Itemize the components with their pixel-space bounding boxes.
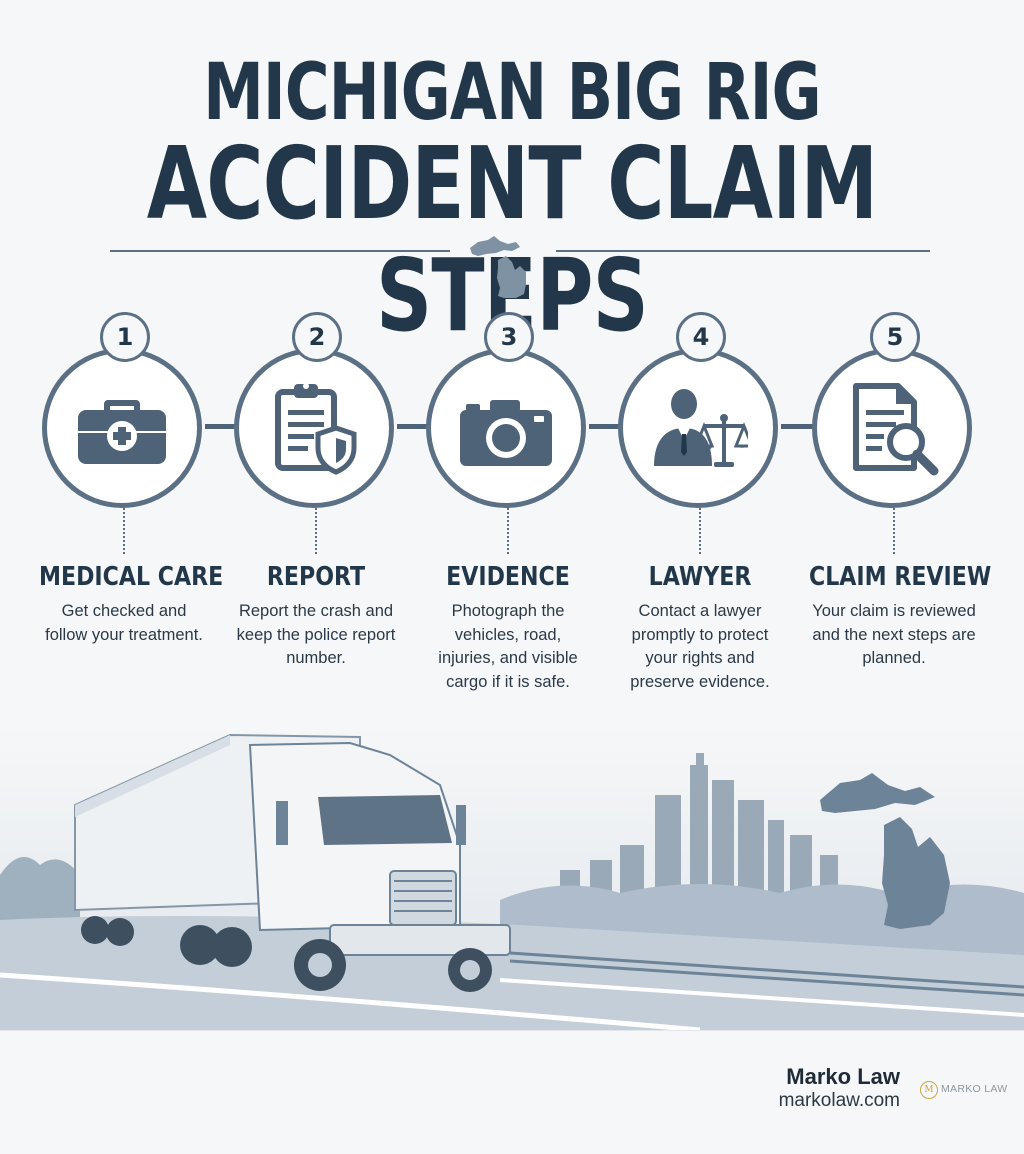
step-icon-ring xyxy=(42,348,202,508)
step-description: Contact a lawyer promptly to protect you… xyxy=(630,602,770,691)
step-title: MEDICAL CARE xyxy=(39,562,224,592)
step-number: 1 xyxy=(100,312,150,362)
city-skyline xyxy=(560,753,838,895)
step-number: 2 xyxy=(292,312,342,362)
dotted-line xyxy=(507,508,509,554)
truck xyxy=(74,733,511,992)
dotted-line xyxy=(699,508,701,554)
step-number: 5 xyxy=(870,312,920,362)
footer-divider xyxy=(0,1030,1024,1031)
connector-4-5 xyxy=(781,424,815,429)
connector-1-2 xyxy=(205,424,239,429)
step-title: REPORT xyxy=(266,562,366,592)
first-aid-kit-icon xyxy=(78,400,166,464)
michigan-map-icon xyxy=(470,236,526,298)
step-icon-ring xyxy=(426,348,586,508)
connector-2-3 xyxy=(397,424,431,429)
brand-name: Marko Law xyxy=(786,1064,900,1089)
step-description: Your claim is reviewed and the next step… xyxy=(812,602,976,667)
brand-url[interactable]: markolaw.com xyxy=(778,1090,900,1111)
marko-law-logo: M MARKO LAW xyxy=(920,1080,1010,1102)
divider-right xyxy=(556,250,930,252)
step-number: 4 xyxy=(676,312,726,362)
clipboard-shield-icon xyxy=(275,383,357,475)
divider-left xyxy=(110,250,450,252)
step-icon-ring xyxy=(812,348,972,508)
step-title: LAWYER xyxy=(648,562,752,592)
lawyer-scales-icon xyxy=(654,389,748,467)
step-description: Get checked and follow your treatment. xyxy=(45,602,203,644)
dotted-line xyxy=(315,508,317,554)
dotted-line xyxy=(893,508,895,554)
logo-text: MARKO LAW xyxy=(941,1083,1008,1095)
camera-icon xyxy=(460,400,552,466)
highway-truck-illustration xyxy=(0,725,1024,1030)
step-description: Photograph the vehicles, road, injuries,… xyxy=(438,602,578,691)
connector-3-4 xyxy=(589,424,623,429)
step-description: Report the crash and keep the police rep… xyxy=(236,602,396,667)
logo-monogram-icon: M xyxy=(920,1081,938,1099)
dotted-line xyxy=(123,508,125,554)
guardrail xyxy=(509,951,1024,997)
title-line-1: MICHIGAN BIG RIG xyxy=(203,48,821,138)
michigan-map xyxy=(820,773,950,929)
document-magnifier-icon xyxy=(853,383,939,476)
step-icon-ring xyxy=(234,348,394,508)
step-number: 3 xyxy=(484,312,534,362)
title-line-2: ACCIDENT CLAIM STEPS xyxy=(146,125,878,352)
step-title: CLAIM REVIEW xyxy=(809,562,992,592)
step-icon-ring xyxy=(618,348,778,508)
step-title: EVIDENCE xyxy=(446,562,570,592)
